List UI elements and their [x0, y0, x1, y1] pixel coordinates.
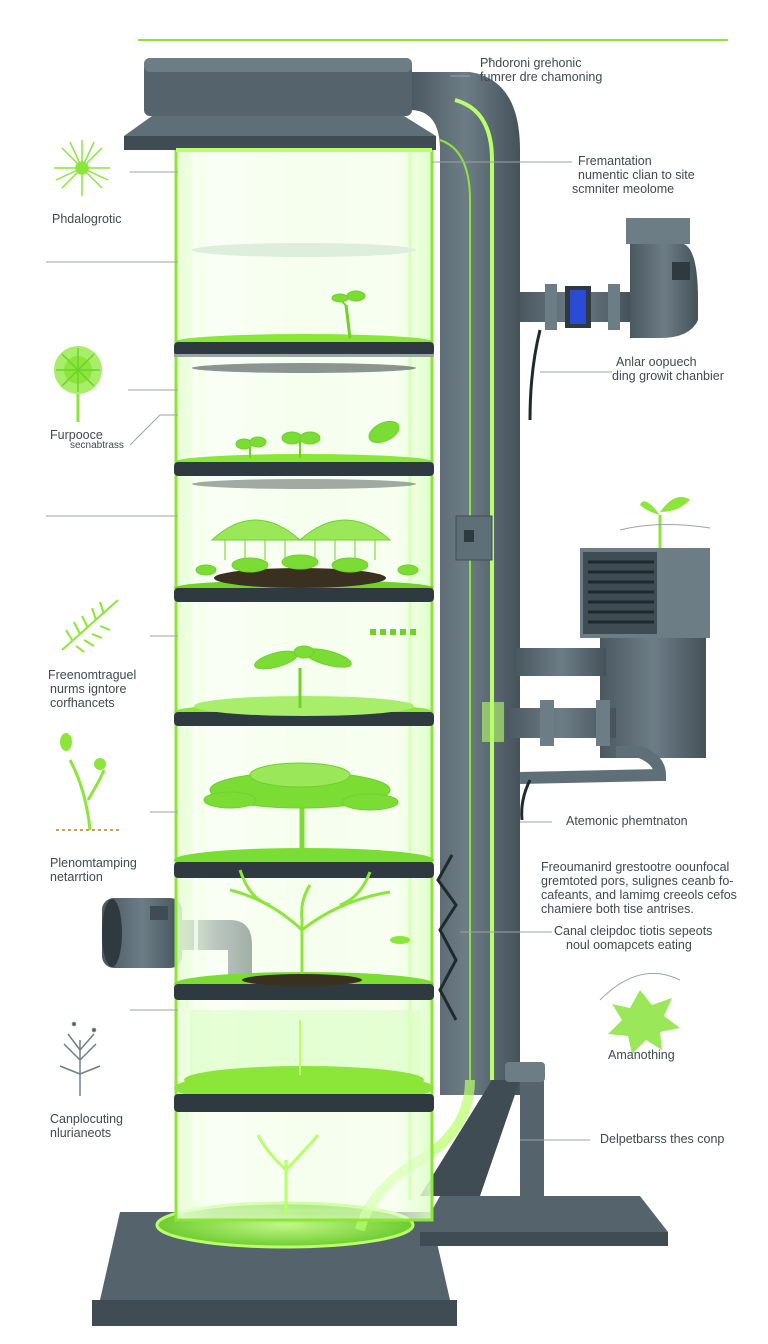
fermentation-line1: Fremantation [578, 154, 652, 168]
growth-chamber-line2: ding growit chanbier [612, 369, 724, 383]
fan-unit [506, 496, 711, 821]
root-tree [256, 1134, 320, 1215]
growth-chamber-line1: Anlar oopuech [616, 355, 697, 369]
bare-tree-icon [59, 1021, 101, 1096]
splat-icon [599, 972, 681, 1054]
mist-field [184, 1010, 424, 1094]
plants [184, 290, 424, 1215]
paragraph-line1: Freoumanird grestootre oounfocal [541, 860, 730, 874]
freenomtrague-line3: corfhancets [50, 696, 115, 710]
plenomtamping-line2: netarrtion [50, 870, 103, 884]
delpetbars-label: Delpetbarss thes conp [600, 1132, 725, 1146]
fermentation-line3: scmniter meolome [572, 182, 675, 196]
fermentation-line2: numentic clian to site [578, 168, 695, 182]
freenomtrague-line2: nurms igntore [50, 682, 127, 696]
upper-pump [520, 218, 698, 421]
fern-frond-icon [61, 599, 119, 653]
canopy-plants [195, 519, 419, 588]
paragraph-line2: gremtoted pors, sulignes ceanb fo- [541, 874, 734, 888]
seedling-icon [235, 420, 400, 458]
tray-2 [174, 454, 434, 489]
paragraph-line4: chamiere both tise antrises. [541, 902, 694, 916]
dandelion-icon [54, 140, 110, 196]
return-column [355, 72, 545, 1232]
tower-lid [124, 58, 436, 152]
camplocuting-line2: nlurianeots [50, 1126, 112, 1140]
canal-line2: noul oomapcets eating [566, 938, 692, 952]
callout-leaders [46, 75, 612, 1141]
young-tree [203, 762, 399, 858]
furpooce-label: Furpooce [50, 428, 103, 442]
tower-base [92, 1196, 668, 1326]
sprouting-tree-icon [54, 346, 102, 422]
tray-1 [174, 334, 434, 373]
canal-line1: Canal cleipdoc tiotis sepeots [554, 924, 713, 938]
bare-tree [229, 869, 410, 986]
amanothing-label: Amanothing [608, 1048, 675, 1062]
plenomtamping-line1: Plenomtamping [50, 856, 137, 870]
seedling-icon [331, 290, 366, 339]
phalogrotic-label: Phdalogrotic [52, 212, 122, 226]
paragraph-line3: cafeants, and lamimg creeols cefos [541, 888, 737, 902]
top-title-line2: fumrer dre chamoning [480, 70, 603, 84]
freenomtrague-line1: Freenomtraguel [48, 668, 137, 682]
furpooce-sub-label: secnabtrass [70, 440, 124, 451]
atermonic-label: Atemonic phemtnaton [566, 814, 688, 828]
camplocuting-line1: Canplocuting [50, 1112, 123, 1126]
sapling [194, 629, 420, 716]
top-title-line1: Pħdoroni grehonic [480, 56, 582, 70]
seedling-stalk-icon [56, 733, 120, 831]
